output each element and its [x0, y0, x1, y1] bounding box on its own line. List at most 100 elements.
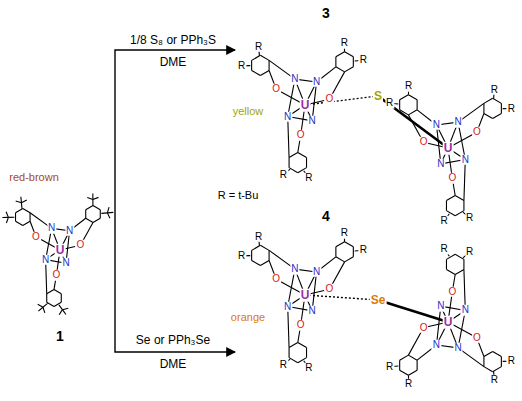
tert-butyl-label: R	[237, 251, 246, 262]
bond-line	[378, 96, 448, 148]
nitrogen-atom: N	[436, 301, 445, 312]
bond-line	[46, 294, 47, 302]
bond-line	[289, 153, 298, 158]
bond-line	[378, 300, 448, 322]
oxygen-atom: O	[296, 320, 306, 331]
nitrogen-atom: N	[436, 159, 445, 170]
nitrogen-atom: N	[453, 343, 462, 354]
nitrogen-atom: N	[432, 120, 441, 131]
bond-line	[59, 310, 62, 315]
nitrogen-atom: N	[432, 340, 441, 351]
oxygen-atom: O	[52, 270, 62, 281]
bond-line	[16, 221, 23, 225]
bond-line	[61, 294, 62, 302]
oxygen-atom: O	[31, 232, 41, 243]
bond-line	[100, 210, 101, 218]
bond-line	[400, 355, 409, 360]
bond-line	[408, 110, 417, 115]
nitrogen-atom: N	[61, 258, 70, 269]
compound-number: 1	[55, 329, 65, 344]
bond-line	[408, 355, 417, 360]
bond-line	[252, 245, 261, 250]
bond-line	[93, 218, 100, 222]
oxygen-atom: O	[472, 333, 482, 344]
color-note: yellow	[232, 106, 265, 118]
tert-butyl-label: R	[254, 232, 263, 243]
bond-line	[21, 203, 23, 209]
bond-line	[417, 100, 418, 110]
bond-line	[20, 197, 22, 203]
bond-line	[62, 308, 68, 310]
bond-line	[23, 209, 30, 213]
bond-line	[59, 305, 63, 310]
oxygen-atom: O	[419, 323, 429, 334]
bond-line	[107, 212, 113, 214]
bond-line	[38, 304, 43, 307]
bond-line	[400, 95, 409, 100]
bond-line	[493, 98, 502, 103]
bond-line	[446, 259, 447, 269]
oxygen-atom: O	[271, 84, 281, 95]
solvent-text: DME	[159, 56, 188, 69]
bond-line	[455, 269, 464, 274]
nitrogen-atom: N	[312, 267, 321, 278]
oxygen-atom: O	[472, 127, 482, 138]
tert-butyl-label: R	[385, 361, 394, 372]
bond-line	[408, 370, 417, 375]
bond-line	[93, 206, 100, 210]
reagent-text: 1/8 S₈ or PPh₃S	[129, 34, 217, 47]
bond-line	[446, 254, 455, 259]
bond-line	[38, 307, 43, 311]
bond-line	[455, 254, 464, 259]
reagent-text: Se or PPh₃Se	[135, 334, 211, 347]
nitrogen-atom: N	[308, 116, 317, 127]
bond-line	[336, 52, 345, 57]
bond-line	[8, 217, 14, 218]
nitrogen-atom: N	[41, 254, 50, 265]
uranium-atom: U	[443, 316, 454, 329]
bond-line	[16, 209, 23, 213]
oxygen-atom: O	[325, 94, 335, 105]
bond-line	[501, 103, 502, 113]
tert-butyl-label: R	[279, 359, 288, 370]
oxygen-atom: O	[447, 173, 457, 184]
bond-line	[463, 201, 464, 211]
tert-butyl-label: R	[490, 85, 499, 96]
bond-line	[93, 197, 99, 199]
tert-butyl-label: R	[404, 81, 413, 92]
bond-line	[400, 370, 409, 375]
reaction-arrow	[115, 200, 235, 352]
tert-butyl-label: R	[440, 216, 449, 227]
nitrogen-atom: N	[461, 305, 470, 316]
bond-line	[408, 95, 417, 100]
bond-line	[455, 211, 464, 216]
bond-line	[484, 367, 493, 372]
bond-line	[252, 55, 261, 60]
oxygen-atom: O	[76, 240, 86, 251]
bond-line	[288, 307, 289, 348]
bond-line	[446, 201, 447, 211]
bond-line	[483, 357, 484, 367]
bond-line	[43, 303, 48, 307]
substituent-key: R = t-Bu	[217, 190, 260, 202]
bond-line	[260, 260, 269, 265]
bond-line	[305, 96, 378, 105]
bond-line	[306, 158, 307, 168]
bond-line	[493, 113, 502, 118]
solvent-text: DME	[159, 358, 188, 371]
bond-line	[484, 98, 493, 103]
color-note: orange	[230, 312, 266, 324]
bond-line	[446, 196, 455, 201]
bond-line	[399, 100, 400, 110]
bond-line	[501, 357, 502, 367]
bond-line	[336, 242, 345, 247]
bond-line	[21, 200, 26, 203]
tert-butyl-label: R	[507, 356, 516, 367]
tert-butyl-label: R	[490, 375, 499, 386]
bond-line	[86, 218, 93, 222]
tert-butyl-label: R	[359, 55, 368, 66]
bond-line	[269, 250, 270, 260]
bond-line	[251, 60, 252, 70]
